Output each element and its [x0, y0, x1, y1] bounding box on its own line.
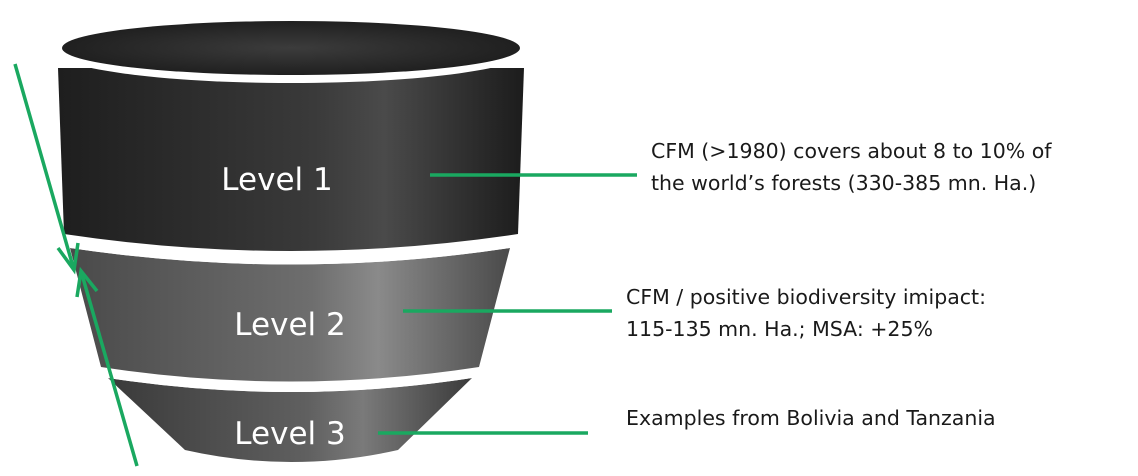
- level-2-segment: [70, 248, 510, 382]
- note-level-2-line-2: 115-135 mn. Ha.; MSA: +25%: [626, 317, 933, 341]
- note-level-1-line-1: CFM (>1980) covers about 8 to 10% of: [651, 139, 1052, 163]
- level-2-label: Level 2: [234, 307, 345, 343]
- level-1-segment: [58, 68, 524, 251]
- note-level-2: CFM / positive biodiversity imipact: 115…: [626, 281, 986, 345]
- note-level-3-line-1: Examples from Bolivia and Tanzania: [626, 406, 996, 430]
- note-level-1-line-2: the world’s forests (330-385 mn. Ha.): [651, 171, 1037, 195]
- down-arrow: [13, 63, 80, 275]
- level-3-label: Level 3: [234, 416, 345, 452]
- note-level-3: Examples from Bolivia and Tanzania: [626, 402, 996, 434]
- note-level-2-line-1: CFM / positive biodiversity imipact:: [626, 285, 987, 309]
- level-band-1-2: [64, 234, 518, 265]
- funnel-opening: [62, 21, 520, 75]
- level-1-label: Level 1: [221, 162, 332, 198]
- up-arrow: [75, 266, 139, 467]
- note-level-1: CFM (>1980) covers about 8 to 10% of the…: [651, 135, 1052, 199]
- level-band-2-3: [101, 367, 479, 392]
- level-3-segment: [108, 378, 472, 462]
